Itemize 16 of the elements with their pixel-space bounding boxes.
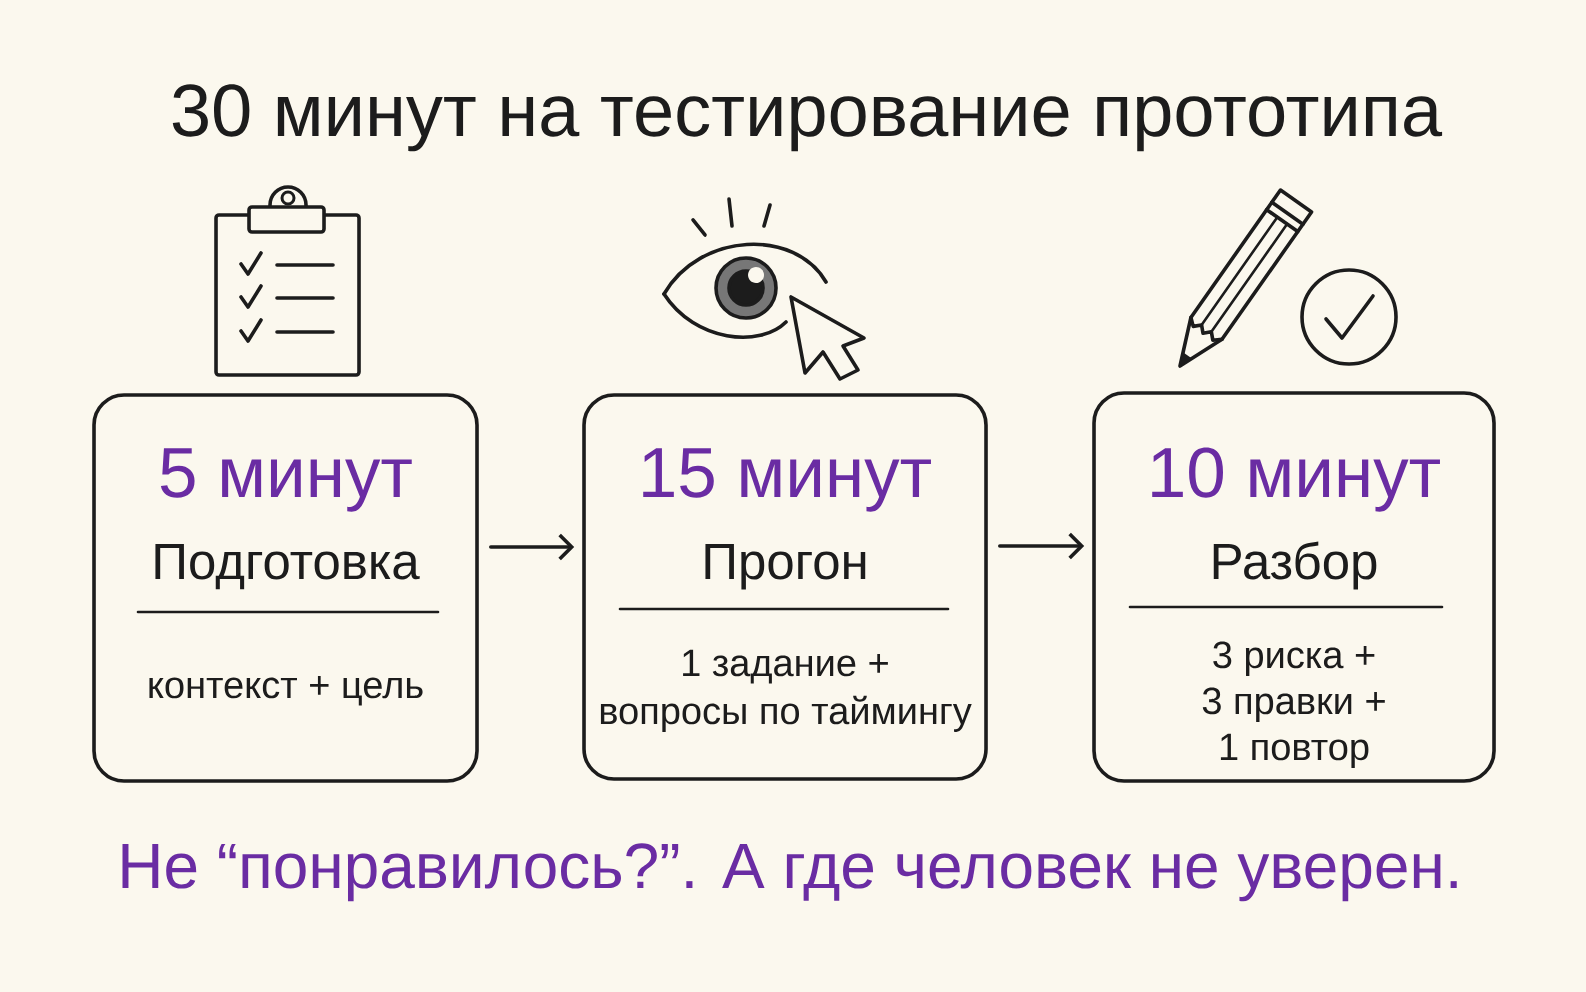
duration-label: 5 минут <box>160 448 412 512</box>
title: 30 минут на тестирование прототипа <box>172 84 1443 152</box>
step-title: Подготовка <box>155 543 420 590</box>
arrow <box>489 533 575 561</box>
duration-label: 10 минут <box>1152 447 1440 512</box>
step-box <box>582 393 988 781</box>
step-box <box>92 393 479 783</box>
step-title: Разбор <box>1213 541 1377 590</box>
step-box <box>1092 391 1496 783</box>
duration-label: 15 минут <box>643 448 931 512</box>
step-description: 3 риска + 3 правки + 1 повтор <box>1202 641 1385 768</box>
step-title: Прогон <box>705 543 866 590</box>
step-description: контекст + цель <box>149 676 423 706</box>
arrow <box>998 532 1085 560</box>
caption: Не “понравилось?”. А где человек не уверен. <box>122 843 1457 902</box>
step-description: 1 задание + вопросы по таймингу <box>600 649 972 732</box>
